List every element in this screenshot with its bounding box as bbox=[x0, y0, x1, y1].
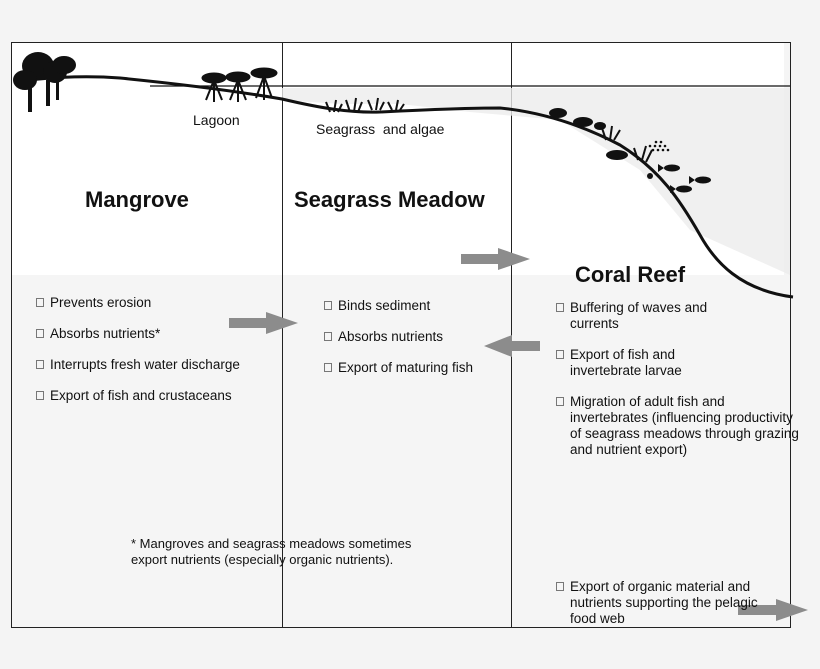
checkbox-icon bbox=[324, 301, 332, 310]
item-text: Migration of adult fish and invertebrate… bbox=[570, 394, 799, 457]
arrow-seagrass-to-coral bbox=[461, 248, 530, 270]
fish-school-icon bbox=[648, 140, 670, 152]
item-text: Prevents erosion bbox=[50, 295, 152, 310]
coral-pelagic-list: Export of organic material and nutrients… bbox=[556, 579, 776, 627]
list-item: Export of fish and invertebrate larvae bbox=[556, 347, 720, 379]
item-text: Buffering of waves and currents bbox=[570, 300, 708, 331]
coral-reef-heading: Coral Reef bbox=[575, 262, 686, 287]
water-shading bbox=[282, 88, 790, 275]
checkbox-icon bbox=[36, 298, 44, 307]
item-text: Binds sediment bbox=[338, 298, 431, 313]
checkbox-icon bbox=[556, 350, 564, 359]
list-item: Prevents erosion bbox=[36, 295, 276, 311]
arrow-to-pelagic bbox=[738, 599, 808, 621]
checkbox-icon bbox=[36, 329, 44, 338]
list-item: Absorbs nutrients* bbox=[36, 326, 276, 342]
list-item: Export of organic material and nutrients… bbox=[556, 579, 776, 627]
item-text: Export of fish and crustaceans bbox=[50, 388, 232, 403]
column-divider-2 bbox=[511, 42, 512, 628]
item-text: Interrupts fresh water discharge bbox=[50, 357, 240, 372]
list-item: Absorbs nutrients bbox=[324, 329, 504, 345]
item-text: Absorbs nutrients* bbox=[50, 326, 161, 341]
list-item: Migration of adult fish and invertebrate… bbox=[556, 394, 800, 458]
arrow-coral-to-seagrass bbox=[484, 335, 540, 357]
footnote: * Mangroves and seagrass meadows sometim… bbox=[131, 536, 412, 567]
checkbox-icon bbox=[36, 360, 44, 369]
fish-icons bbox=[658, 164, 711, 193]
arrow-mangrove-to-seagrass bbox=[229, 312, 298, 334]
item-text: Export of fish and invertebrate larvae bbox=[570, 347, 682, 378]
list-item: Export of maturing fish bbox=[324, 360, 504, 376]
seagrass-algae-label: Seagrass and algae bbox=[316, 121, 445, 137]
list-item: Export of fish and crustaceans bbox=[36, 388, 276, 404]
seagrass-function-list: Binds sediment Absorbs nutrients Export … bbox=[324, 298, 504, 376]
list-item: Buffering of waves and currents bbox=[556, 300, 740, 332]
item-text: Export of organic material and nutrients… bbox=[570, 579, 758, 626]
list-item: Interrupts fresh water discharge bbox=[36, 357, 276, 373]
list-item: Binds sediment bbox=[324, 298, 504, 314]
checkbox-icon bbox=[324, 363, 332, 372]
seagrass-icon bbox=[325, 97, 405, 113]
seagrass-heading: Seagrass Meadow bbox=[294, 187, 485, 212]
item-text: Absorbs nutrients bbox=[338, 329, 444, 344]
checkbox-icon bbox=[324, 332, 332, 341]
mangrove-function-list: Prevents erosion Absorbs nutrients* Inte… bbox=[36, 295, 276, 404]
coral-function-list: Buffering of waves and currents Export o… bbox=[556, 300, 799, 458]
checkbox-icon bbox=[556, 303, 564, 312]
mangrove-heading: Mangrove bbox=[85, 187, 189, 212]
item-text: Export of maturing fish bbox=[338, 360, 474, 375]
column-divider-1 bbox=[282, 42, 283, 628]
lagoon-mangroves-icon bbox=[201, 67, 278, 102]
seabed-profile bbox=[14, 75, 794, 299]
mangrove-trees-icon bbox=[13, 52, 76, 112]
coral-icons bbox=[549, 108, 653, 179]
lagoon-label: Lagoon bbox=[193, 112, 240, 128]
checkbox-icon bbox=[36, 391, 44, 400]
checkbox-icon bbox=[556, 397, 564, 406]
checkbox-icon bbox=[556, 582, 564, 591]
